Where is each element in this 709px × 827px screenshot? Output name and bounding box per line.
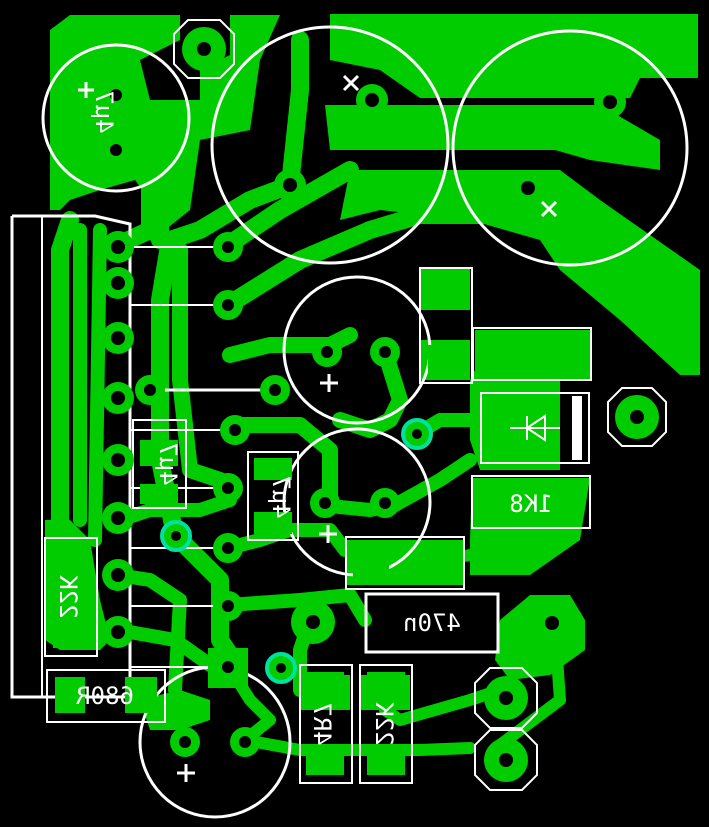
label-res-r1: 22K	[54, 575, 82, 619]
cap-large-2-outline	[451, 29, 689, 267]
ic-pins	[102, 231, 134, 648]
label-res-r2: 680R	[76, 682, 134, 710]
label-cap-c2: 4µ7	[154, 442, 182, 485]
plus-icon	[177, 764, 195, 782]
diode-outline	[472, 327, 592, 381]
plus-icon	[319, 525, 337, 543]
silk-labels: 4µ7 4µ7 4µ7 22K 680R 4R7 22K 1K8 470n	[54, 90, 553, 745]
pads	[53, 27, 659, 782]
res-r1-outline	[44, 537, 98, 657]
cap-470n-outline	[364, 592, 500, 654]
diode-symbol-icon	[510, 414, 560, 442]
label-cap-470n: 470n	[403, 609, 461, 637]
res-r2-outline	[46, 669, 166, 723]
cross-icon	[342, 74, 360, 92]
res-r5-outline	[471, 475, 591, 529]
label-cap-c3: 4µ7	[267, 475, 295, 518]
cap-c1-outline	[41, 43, 191, 193]
label-res-r4: 22K	[370, 702, 398, 746]
res-r4-outline	[359, 664, 413, 784]
cap-c3-outline	[247, 451, 299, 541]
label-cap-c1: 4µ7	[90, 90, 118, 133]
plus-icon	[78, 82, 94, 98]
res-r3-outline	[299, 664, 353, 784]
label-res-r5: 1K8	[509, 490, 552, 518]
polarity-marks	[78, 74, 558, 782]
label-res-r3: 4R7	[308, 702, 336, 745]
cap-large-1-outline	[210, 25, 450, 265]
plus-icon	[320, 374, 338, 392]
cross-icon	[540, 200, 558, 218]
